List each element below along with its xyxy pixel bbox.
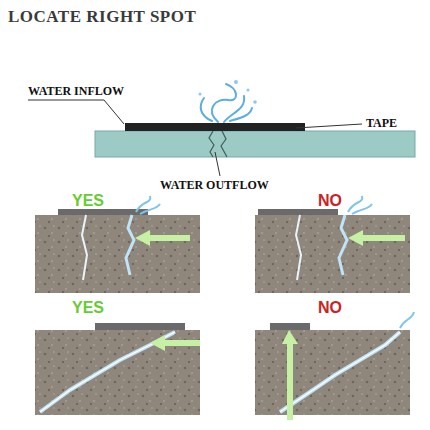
part-label: WATER OUTFLOW	[160, 179, 269, 192]
panel	[35, 323, 200, 415]
panel	[255, 196, 410, 293]
panel	[255, 312, 414, 420]
water-drops	[199, 80, 257, 104]
panel	[35, 196, 200, 293]
tape-bar	[125, 123, 305, 131]
leader-line	[296, 124, 362, 128]
verdict-label: YES	[72, 192, 104, 210]
crack	[221, 131, 227, 157]
leader-line	[215, 152, 220, 176]
verdict-label: YES	[72, 299, 104, 317]
verdict-label: NO	[318, 299, 342, 317]
leader-line	[28, 100, 124, 124]
verdict-label: NO	[318, 192, 342, 210]
water-splash	[201, 84, 252, 122]
crack	[209, 131, 214, 157]
slab	[95, 131, 415, 157]
part-label: WATER INFLOW	[28, 85, 124, 98]
diagram-title: LOCATE RIGHT SPOT	[8, 8, 196, 27]
part-label: TAPE	[366, 117, 397, 130]
